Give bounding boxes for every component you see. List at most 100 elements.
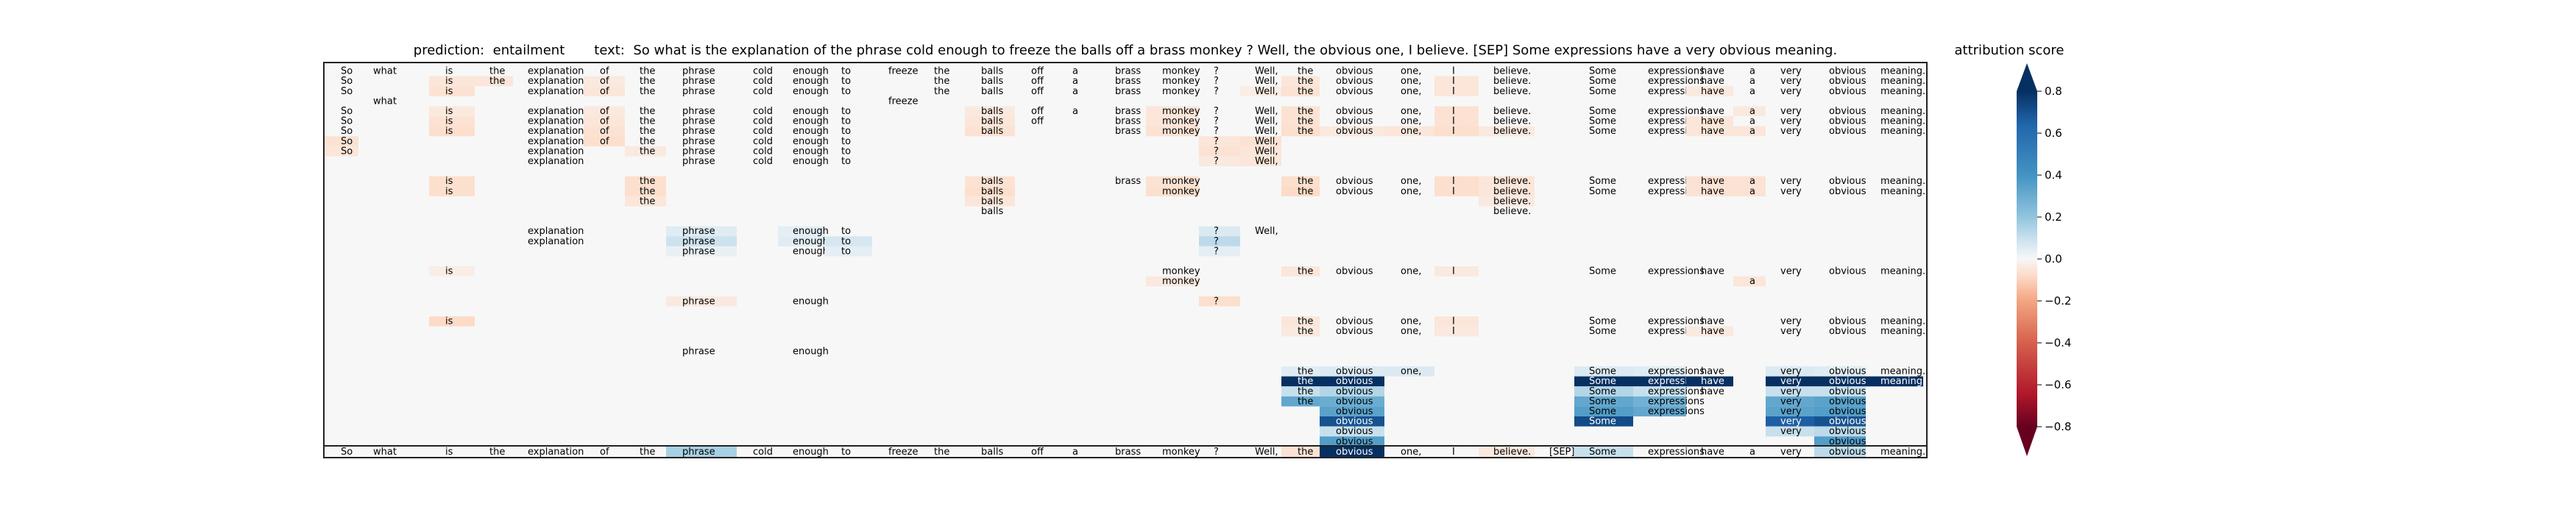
token-label: Well,: [1255, 146, 1278, 157]
token-label: the: [1298, 106, 1313, 117]
token-label: the: [640, 76, 655, 87]
token-label: obvious: [1336, 86, 1373, 97]
token-label: believe.: [1493, 447, 1531, 458]
token-label: one,: [1401, 366, 1421, 377]
token-label: obvious: [1336, 386, 1373, 397]
colorbar-min-arrow: [2017, 427, 2037, 456]
colorbar-tick-label: 0.6: [2045, 127, 2062, 140]
token-label: obvious: [1829, 366, 1866, 377]
token-label: one,: [1401, 266, 1421, 277]
colorbar-max-arrow: [2017, 63, 2037, 91]
heat-cell: [1240, 86, 1281, 96]
token-label: obvious: [1336, 266, 1373, 277]
token-label: the: [1298, 326, 1313, 337]
token-label: monkey: [1162, 266, 1200, 277]
token-label: very: [1780, 386, 1802, 397]
token-label: obvious: [1336, 447, 1373, 458]
heat-cell: [1384, 366, 1434, 377]
token-label: one,: [1401, 116, 1421, 127]
token-label: obvious: [1829, 86, 1866, 97]
token-label: have: [1701, 176, 1724, 187]
heat-cell: [429, 186, 475, 196]
token-label: I: [1452, 176, 1455, 187]
heat-cell: [584, 136, 625, 146]
heat-cell: [1574, 386, 1633, 397]
heat-cell: [1320, 426, 1384, 437]
heat-cell: [1146, 126, 1199, 137]
token-label: the: [640, 176, 655, 187]
heat-cell: [1633, 396, 1686, 407]
token-label: the: [1298, 376, 1313, 387]
token-label: Well,: [1255, 106, 1278, 117]
token-label: Some: [1589, 176, 1616, 187]
colorbar-title: attribution score: [1954, 43, 2064, 58]
token-label: enough: [793, 116, 829, 127]
heat-cell: [1199, 246, 1240, 257]
token-label: cold: [753, 136, 773, 147]
token-label: have: [1701, 447, 1724, 458]
token-label: what: [373, 66, 397, 77]
token-label: to: [841, 66, 851, 77]
heat-cell: [1281, 86, 1320, 96]
token-label: Some: [1589, 66, 1616, 77]
token-label: very: [1780, 106, 1802, 117]
heat-cell: [965, 116, 1015, 127]
token-label: off: [1031, 86, 1044, 97]
token-label: ?: [1214, 146, 1219, 157]
token-label: phrase: [682, 346, 715, 357]
heat-cell: [429, 316, 475, 327]
heat-cell: [1766, 366, 1814, 377]
heat-cell: [1434, 86, 1479, 96]
token-label: a: [1072, 66, 1078, 77]
token-label: obvious: [1829, 436, 1866, 447]
token-label: ?: [1214, 66, 1219, 77]
token-label: meaning.: [1880, 66, 1925, 77]
token-label: meaning.: [1880, 447, 1925, 458]
token-label: a: [1749, 106, 1755, 117]
token-label: very: [1780, 186, 1802, 197]
token-label: a: [1749, 276, 1755, 287]
heat-cell: [1633, 366, 1686, 377]
heat-cell: [1146, 106, 1199, 116]
token-label: meaning.: [1880, 326, 1925, 337]
heat-cell: [1814, 447, 1866, 457]
token-label: phrase: [682, 246, 715, 257]
token-label: obvious: [1829, 416, 1866, 427]
heat-cell: [1814, 386, 1866, 397]
token-label: brass: [1115, 116, 1141, 127]
token-label: to: [841, 126, 851, 137]
token-label: balls: [981, 206, 1003, 217]
token-label: brass: [1115, 76, 1141, 87]
token-label: is: [445, 176, 453, 187]
heat-cell: [1320, 126, 1384, 137]
heat-cell: [1281, 76, 1320, 87]
token-label: phrase: [682, 447, 715, 458]
token-label: very: [1780, 396, 1802, 407]
token-label: obvious: [1829, 76, 1866, 87]
token-label: a: [1749, 176, 1755, 187]
token-label: Some: [1589, 126, 1616, 137]
token-label: obvious: [1829, 266, 1866, 277]
token-label: of: [600, 86, 609, 97]
token-label: a: [1749, 447, 1755, 458]
token-label: monkey: [1162, 66, 1200, 77]
token-label: So: [341, 106, 353, 117]
heat-cell: [1146, 116, 1199, 127]
token-label: balls: [981, 447, 1003, 458]
token-label: brass: [1115, 86, 1141, 97]
token-label: one,: [1401, 106, 1421, 117]
token-label: the: [934, 66, 949, 77]
token-label: monkey: [1162, 116, 1200, 127]
token-label: the: [1298, 447, 1313, 458]
heat-cell: [1633, 386, 1686, 397]
token-label: explanation: [528, 116, 584, 127]
token-label: of: [600, 106, 609, 117]
token-label: obvious: [1829, 376, 1866, 387]
token-label: expressions: [1648, 106, 1705, 117]
colorbar-gradient: [2017, 91, 2037, 427]
token-label: Well,: [1255, 156, 1278, 167]
heat-cell: [1814, 416, 1866, 427]
token-label: explanation: [528, 146, 584, 157]
heat-cell: [1686, 86, 1733, 96]
token-label: have: [1701, 186, 1724, 197]
